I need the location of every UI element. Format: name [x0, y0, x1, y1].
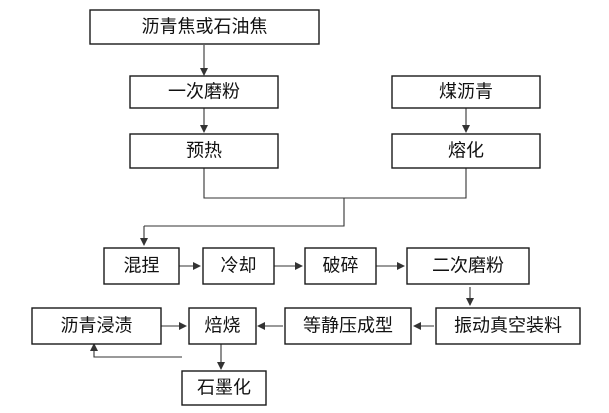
node-cooling: 冷却 — [202, 247, 275, 285]
node-melting: 熔化 — [391, 133, 541, 169]
node-pitch-impregnation: 沥青浸渍 — [31, 307, 162, 345]
node-coal-pitch: 煤沥青 — [391, 75, 541, 109]
node-baking: 焙烧 — [188, 307, 257, 345]
node-melting-label: 熔化 — [448, 141, 484, 162]
node-first-milling-label: 一次磨粉 — [168, 82, 240, 103]
node-baking-label: 焙烧 — [205, 316, 241, 337]
node-cooling-label: 冷却 — [221, 256, 257, 277]
node-isostatic-pressing-label: 等静压成型 — [303, 316, 393, 337]
node-raw-coke: 沥青焦或石油焦 — [89, 9, 320, 45]
edge-melting-to-merge — [144, 168, 467, 227]
node-crushing: 破碎 — [304, 247, 377, 285]
node-kneading: 混捏 — [103, 247, 180, 285]
node-graphitization: 石墨化 — [181, 370, 267, 406]
node-crushing-label: 破碎 — [323, 256, 359, 277]
node-vibration-vacuum-loading: 振动真空装料 — [435, 307, 581, 345]
node-second-milling-label: 二次磨粉 — [432, 256, 504, 277]
node-second-milling: 二次磨粉 — [406, 247, 530, 285]
node-first-milling: 一次磨粉 — [129, 75, 279, 109]
node-preheat: 预热 — [129, 133, 279, 169]
node-raw-coke-label: 沥青焦或石油焦 — [142, 17, 268, 38]
connectors — [90, 45, 474, 370]
node-isostatic-pressing: 等静压成型 — [284, 307, 412, 345]
node-kneading-label: 混捏 — [124, 256, 160, 277]
edge-preheat-to-merge — [203, 168, 344, 199]
node-vibration-vacuum-loading-label: 振动真空装料 — [454, 316, 562, 337]
node-pitch-impregnation-label: 沥青浸渍 — [61, 316, 133, 337]
node-preheat-label: 预热 — [186, 141, 222, 162]
node-graphitization-label: 石墨化 — [197, 378, 251, 399]
edge-graphitization-to-impregnation — [90, 343, 182, 358]
node-coal-pitch-label: 煤沥青 — [439, 82, 493, 103]
